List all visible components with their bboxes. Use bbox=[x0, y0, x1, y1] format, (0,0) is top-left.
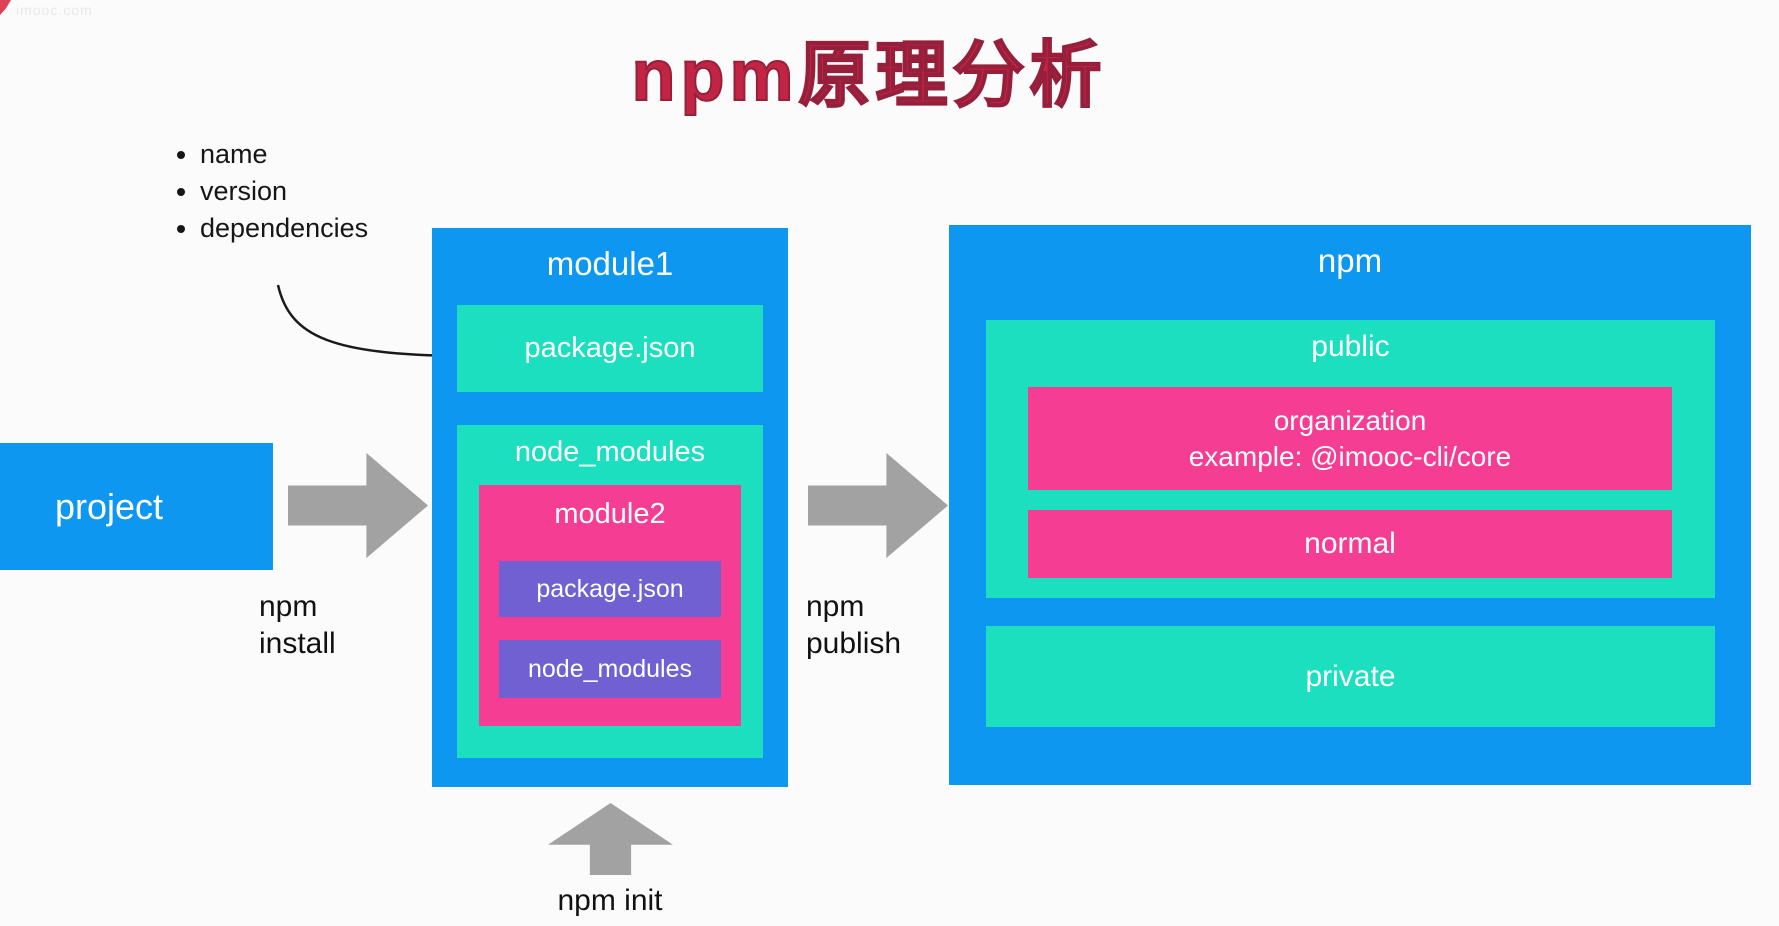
npm-init-label: npm init bbox=[557, 884, 663, 917]
npm-registry-title: npm bbox=[1317, 242, 1383, 279]
list-item-version: version bbox=[200, 173, 368, 210]
list-item-dependencies: dependencies bbox=[200, 210, 368, 247]
list-item-name: name bbox=[200, 136, 368, 173]
project-label: project bbox=[54, 485, 164, 527]
module1-node-modules-box: node_modules module2 package.json node_m… bbox=[457, 425, 763, 758]
public-title: public bbox=[1311, 330, 1390, 363]
npm-install-arrow bbox=[288, 453, 428, 558]
module1-package-json-box: package.json bbox=[457, 305, 763, 392]
organization-box: organization example: @imooc-cli/core bbox=[1028, 387, 1672, 490]
page-title: npm原理分析 bbox=[631, 35, 1107, 117]
imooc-logo-icon bbox=[0, 0, 11, 15]
npm-publish-label-line1: npm bbox=[806, 590, 865, 623]
dependencies-curve-arrow bbox=[276, 284, 459, 358]
private-box: private bbox=[986, 626, 1715, 727]
npm-publish-arrow bbox=[808, 453, 948, 558]
public-box: public organization example: @imooc-cli/… bbox=[986, 320, 1715, 598]
node-modules-title: node_modules bbox=[514, 436, 706, 468]
npm-init-arrow bbox=[548, 803, 673, 875]
module2-package-json-box: package.json bbox=[499, 561, 721, 617]
npm-install-label-line2: install bbox=[259, 627, 336, 660]
private-label: private bbox=[1305, 659, 1396, 693]
module1-package-json-label: package.json bbox=[524, 332, 696, 364]
module2-node-modules-box: node_modules bbox=[499, 640, 721, 698]
module2-title: module2 bbox=[554, 498, 666, 530]
module1-box: module1 package.json node_modules module… bbox=[432, 228, 788, 787]
normal-box: normal bbox=[1028, 510, 1672, 578]
package-json-fields-list: name version dependencies bbox=[200, 136, 368, 247]
organization-label: organization bbox=[1273, 404, 1427, 436]
module1-title: module1 bbox=[546, 245, 674, 282]
normal-label: normal bbox=[1304, 527, 1396, 560]
npm-install-label-line1: npm bbox=[259, 590, 318, 623]
module2-node-modules-label: node_modules bbox=[527, 654, 692, 683]
module2-package-json-label: package.json bbox=[536, 574, 684, 603]
watermark-text: imooc.com bbox=[16, 2, 93, 18]
npm-install-label: npm install bbox=[259, 588, 336, 662]
organization-example-label: example: @imooc-cli/core bbox=[1188, 440, 1512, 472]
npm-publish-label: npm publish bbox=[806, 588, 901, 662]
module2-box: module2 package.json node_modules bbox=[479, 485, 741, 726]
project-box: project bbox=[0, 443, 273, 570]
npm-registry-box: npm public organization example: @imooc-… bbox=[949, 225, 1751, 785]
npm-publish-label-line2: publish bbox=[806, 627, 902, 660]
